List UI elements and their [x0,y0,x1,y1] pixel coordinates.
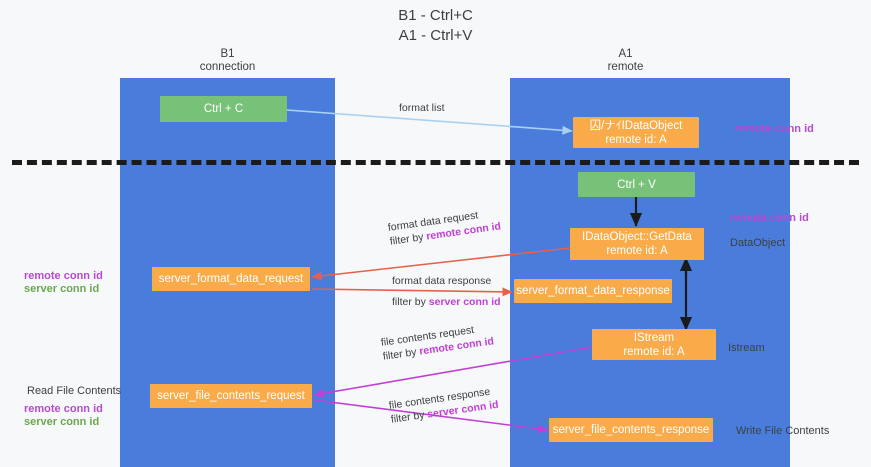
edge-label-format-data-response-line2: filter by server conn id [392,295,501,309]
annotation-left-read-file-contents: Read File Contents [27,385,122,397]
title-line-2: A1 - Ctrl+V [398,27,473,44]
node-idataobject-top-line2: remote id: A [605,133,667,146]
node-istream[interactable]: IStream remote id: A [592,329,716,360]
node-idataobject-getdata[interactable]: IDataObject::GetData remote id: A [570,228,704,260]
edge-label-file-contents-request: file contents request filter by remote c… [380,320,495,363]
node-ctrl-v[interactable]: Ctrl + V [578,172,695,197]
filter-prefix-2: filter by [392,296,429,308]
node-server-format-data-request[interactable]: server_format_data_request [152,267,310,291]
edge-label-format-data-request: format data request filter by remote con… [387,205,502,248]
node-server-format-data-response[interactable]: server_format_data_response [514,279,672,303]
node-getdata-line2: remote id: A [606,245,668,257]
annotation-right-write-file-contents: Write File Contents [736,425,830,437]
column-header-a1: A1 remote [548,48,703,74]
filter-prefix-4: filter by [390,408,429,426]
node-istream-line1: IStream [633,331,675,344]
annotation-right-istream: Istream [728,342,765,354]
node-server-format-data-request-label: server_format_data_request [158,273,304,285]
node-ctrl-c[interactable]: Ctrl + C [160,96,287,122]
annotation-right-dataobject: DataObject [730,237,786,249]
node-server-file-contents-response-label: server_file_contents_response [552,424,710,436]
node-ctrl-v-label: Ctrl + V [617,178,656,191]
column-header-b1-name: B1 [220,48,235,60]
annotation-left-remote-conn-id-2: remote conn id [24,403,103,415]
column-header-b1: B1 connection [150,48,305,74]
filter-key-server-conn-id: server conn id [428,296,501,308]
node-server-file-contents-response[interactable]: server_file_contents_response [549,418,713,442]
edge-label-format-data-response: format data response filter by server co… [392,274,501,309]
column-header-a1-name: A1 [618,48,633,60]
node-server-file-contents-request-label: server_file_contents_request [157,390,305,402]
node-idataobject-top[interactable]: 囚/ナｲIDataObject remote id: A [573,117,699,148]
title-line-1: B1 - Ctrl+C [398,7,473,24]
edge-label-format-list: format list [399,102,445,114]
node-server-format-data-response-label: server_format_data_response [516,285,670,297]
column-header-a1-sub: remote [607,61,644,73]
annotation-left-server-conn-id: server conn id [24,283,100,295]
annotation-left-remote-conn-id: remote conn id [24,270,103,282]
filter-prefix: filter by [389,230,428,248]
diagram-title: B1 - Ctrl+C A1 - Ctrl+V [0,6,871,46]
section-divider [12,160,859,165]
edge-label-file-contents-response: file contents response filter by server … [388,384,499,427]
edge-label-format-data-response-line1: format data response [392,275,492,287]
column-header-b1-sub: connection [199,61,256,73]
filter-prefix-3: filter by [382,345,421,363]
annotation-right-remote-conn-id-top: remote conn id [735,123,814,135]
node-ctrl-c-label: Ctrl + C [203,103,244,115]
node-istream-line2: remote id: A [623,345,685,358]
node-idataobject-top-line1: 囚/ナｲIDataObject [589,119,683,132]
node-getdata-line1: IDataObject::GetData [582,231,692,243]
node-server-file-contents-request[interactable]: server_file_contents_request [150,384,312,408]
annotation-right-remote-conn-id-mid: remote conn id [730,212,809,224]
annotation-left-server-conn-id-2: server conn id [24,416,100,428]
